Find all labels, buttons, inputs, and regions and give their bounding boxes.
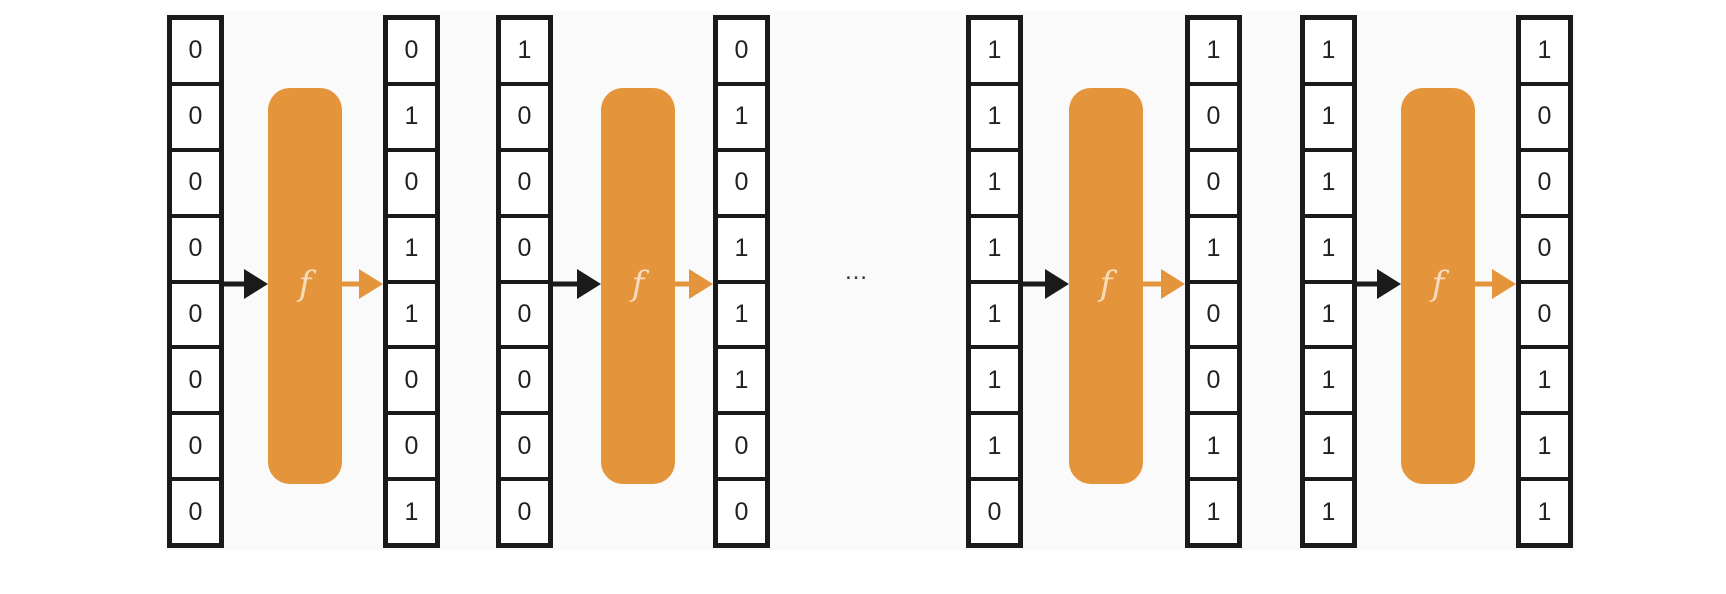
input-bit-cell: 0 — [501, 283, 548, 346]
output-bit-cell: 1 — [1521, 481, 1568, 543]
output-bit-cell: 1 — [388, 85, 435, 148]
input-arrow-icon — [224, 269, 268, 299]
input-bit-cell: 0 — [172, 481, 219, 543]
input-bit-cell: 1 — [1305, 349, 1352, 412]
output-bit-cell: 1 — [718, 349, 765, 412]
input-bit-cell: 1 — [501, 20, 548, 82]
input-bit-cell: 1 — [1305, 217, 1352, 280]
output-bit-cell: 1 — [1190, 415, 1237, 478]
output-bit-cell: 0 — [1190, 151, 1237, 214]
function-label: f — [631, 264, 645, 304]
output-arrow-icon — [675, 269, 713, 299]
output-bit-cell: 0 — [718, 415, 765, 478]
input-bit-cell: 0 — [172, 283, 219, 346]
function-box-4: f — [1401, 88, 1475, 484]
output-bit-cell: 1 — [718, 283, 765, 346]
input-bit-cell: 1 — [971, 283, 1018, 346]
input-bit-cell: 1 — [1305, 20, 1352, 82]
input-bit-cell: 0 — [172, 85, 219, 148]
input-bit-cell: 0 — [172, 415, 219, 478]
input-bit-cell: 0 — [501, 85, 548, 148]
function-box-2: f — [601, 88, 675, 484]
input-bit-cell: 0 — [501, 415, 548, 478]
input-bit-cell: 1 — [971, 415, 1018, 478]
output-bit-cell: 0 — [1521, 283, 1568, 346]
input-bit-cell: 1 — [1305, 481, 1352, 543]
input-bit-cell: 0 — [501, 481, 548, 543]
input-bit-cell: 1 — [1305, 283, 1352, 346]
output-bit-cell: 1 — [718, 217, 765, 280]
output-bit-cell: 0 — [1521, 217, 1568, 280]
output-bit-cell: 0 — [1521, 151, 1568, 214]
output-bit-cell: 1 — [388, 481, 435, 543]
output-bit-cell: 1 — [1190, 217, 1237, 280]
output-bit-cell: 0 — [718, 481, 765, 543]
ellipsis: … — [844, 258, 868, 285]
input-bit-cell: 1 — [1305, 85, 1352, 148]
input-bit-cell: 1 — [971, 20, 1018, 82]
output-bit-cell: 1 — [1190, 20, 1237, 82]
function-box-1: f — [268, 88, 342, 484]
function-label: f — [298, 264, 312, 304]
output-arrow-icon — [342, 269, 383, 299]
output-bit-cell: 0 — [388, 349, 435, 412]
output-bit-cell: 0 — [388, 20, 435, 82]
function-label: f — [1431, 264, 1445, 304]
output-bit-cell: 1 — [1521, 415, 1568, 478]
input-bit-cell: 1 — [971, 217, 1018, 280]
input-bit-cell: 1 — [971, 151, 1018, 214]
input-bit-cell: 1 — [971, 349, 1018, 412]
input-bit-cell: 0 — [971, 481, 1018, 543]
output-bit-cell: 1 — [388, 217, 435, 280]
output-bit-cell: 1 — [388, 283, 435, 346]
output-arrow-icon — [1143, 269, 1185, 299]
input-bit-cell: 0 — [172, 20, 219, 82]
input-arrow-icon — [1357, 269, 1401, 299]
output-bit-cell: 1 — [718, 85, 765, 148]
input-bit-cell: 1 — [1305, 151, 1352, 214]
input-bit-cell: 0 — [501, 151, 548, 214]
output-bit-cell: 0 — [1521, 85, 1568, 148]
input-bit-cell: 0 — [172, 349, 219, 412]
output-bit-cell: 0 — [388, 151, 435, 214]
input-bit-cell: 0 — [501, 349, 548, 412]
input-bit-cell: 0 — [172, 151, 219, 214]
input-bit-cell: 0 — [172, 217, 219, 280]
input-bit-cell: 1 — [1305, 415, 1352, 478]
input-arrow-icon — [553, 269, 601, 299]
input-arrow-icon — [1023, 269, 1069, 299]
output-bit-cell: 0 — [1190, 349, 1237, 412]
function-box-3: f — [1069, 88, 1143, 484]
output-bit-cell: 0 — [388, 415, 435, 478]
output-bit-cell: 0 — [718, 20, 765, 82]
output-bit-cell: 0 — [718, 151, 765, 214]
input-bit-cell: 0 — [501, 217, 548, 280]
output-bit-cell: 1 — [1190, 481, 1237, 543]
input-bit-cell: 1 — [971, 85, 1018, 148]
function-label: f — [1099, 264, 1113, 304]
output-bit-cell: 1 — [1521, 20, 1568, 82]
output-bit-cell: 1 — [1521, 349, 1568, 412]
output-bit-cell: 0 — [1190, 85, 1237, 148]
output-arrow-icon — [1475, 269, 1516, 299]
output-bit-cell: 0 — [1190, 283, 1237, 346]
